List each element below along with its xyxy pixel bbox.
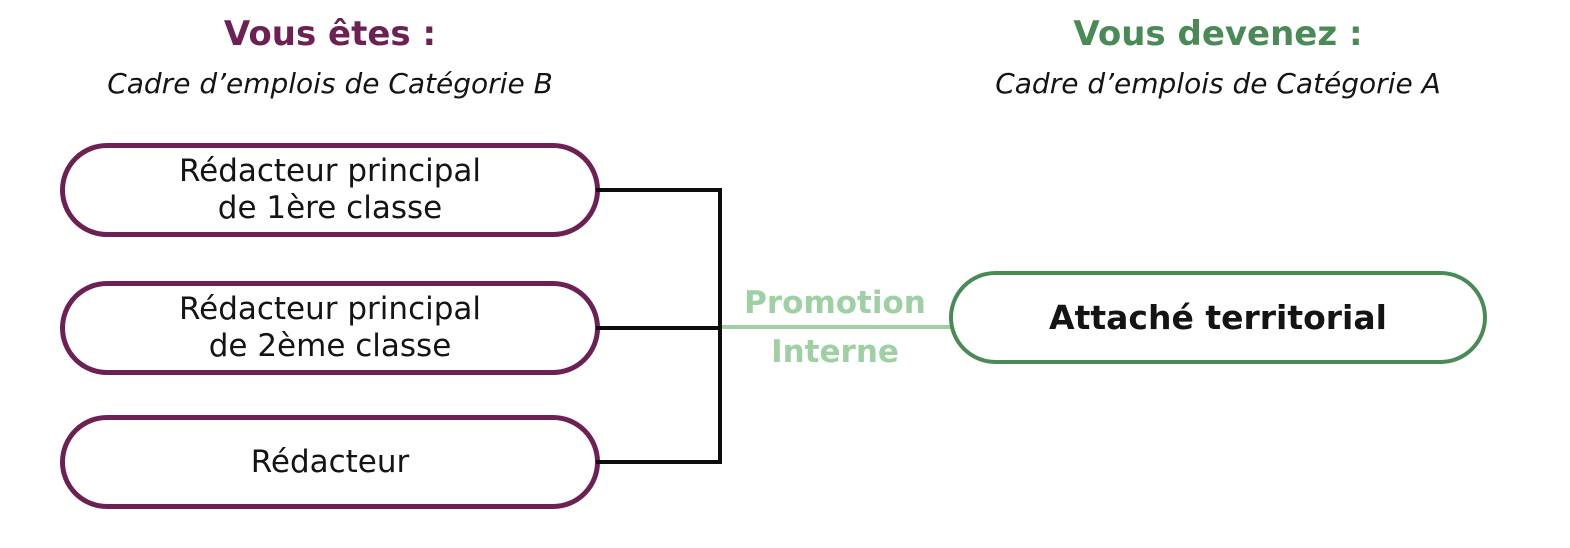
grade-box-redacteur-principal-2eme-classe: Rédacteur principal de 2ème classe: [60, 281, 600, 375]
grade-box-redacteur: Rédacteur: [60, 415, 600, 509]
promotion-label-line1: Promotion: [744, 285, 926, 321]
connector-line-vertical: [718, 188, 722, 464]
grade-box-label-line: Attaché territorial: [1049, 298, 1387, 337]
grade-box-redacteur-principal-1ere-classe: Rédacteur principal de 1ère classe: [60, 143, 600, 237]
grade-box-label-line: Rédacteur: [250, 443, 410, 480]
current-category-subheading: Cadre d’emplois de Catégorie B: [107, 66, 553, 100]
grade-box-label-line: de 1ère classe: [217, 190, 443, 226]
target-category-subheading: Cadre d’emplois de Catégorie A: [995, 66, 1441, 100]
promotion-label-line2: Interne: [771, 334, 899, 370]
connector-line-bottom: [596, 460, 722, 464]
connector-line-middle: [596, 326, 722, 330]
target-status-heading: Vous devenez :: [1073, 14, 1363, 54]
promotion-link-line: [722, 325, 951, 329]
grade-box-attache-territorial: Attaché territorial: [949, 271, 1487, 364]
connector-line-top: [596, 188, 722, 192]
grade-box-label-line: Rédacteur principal: [178, 153, 482, 190]
grade-box-label-line: de 2ème classe: [208, 328, 452, 364]
target-status-header: Vous devenez : Cadre d’emplois de Catégo…: [949, 14, 1487, 100]
current-status-header: Vous êtes : Cadre d’emplois de Catégorie…: [60, 14, 600, 100]
current-status-heading: Vous êtes :: [223, 14, 437, 54]
grade-box-label-line: Rédacteur principal: [178, 291, 482, 328]
